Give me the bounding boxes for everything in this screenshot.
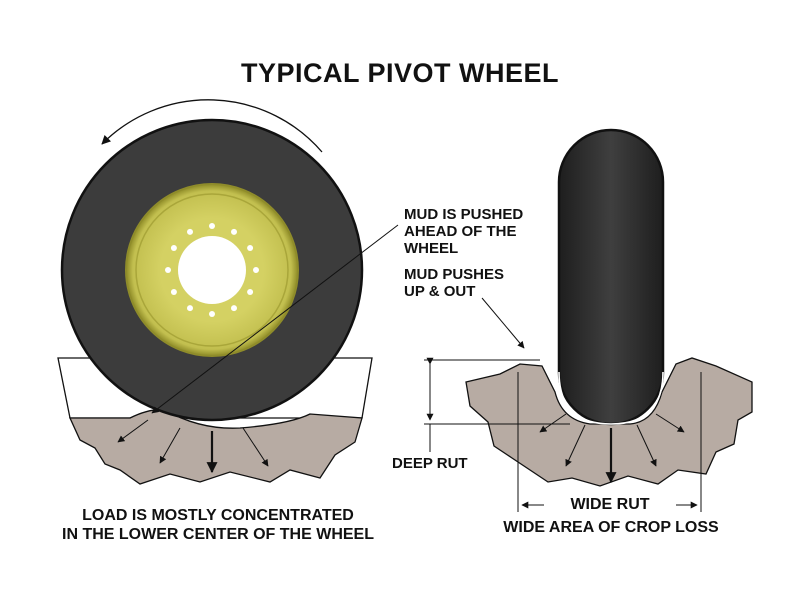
- label-load: LOAD IS MOSTLY CONCENTRATED IN THE LOWER…: [40, 506, 396, 544]
- lug-hole: [170, 289, 177, 295]
- hub-hole: [178, 236, 246, 304]
- pressure-arrows-right: [539, 413, 685, 484]
- deep-rut-dimension: [424, 357, 570, 452]
- lug-hole: [231, 228, 237, 235]
- rotation-arrow: [101, 99, 323, 153]
- lug-holes: [165, 223, 259, 317]
- lug-hole: [170, 245, 177, 251]
- lug-hole: [253, 267, 259, 273]
- label-mud-pushed: MUD IS PUSHED AHEAD OF THE WHEEL: [404, 206, 523, 257]
- label-mud-pushed-line1: MUD IS PUSHED: [404, 206, 524, 223]
- leader-mud-pushed: [151, 224, 399, 414]
- label-mud-pushed-line3: WHEEL: [404, 240, 459, 257]
- label-deep-rut: DEEP RUT: [392, 455, 468, 472]
- label-load-line1: LOAD IS MOSTLY CONCENTRATED: [82, 507, 354, 524]
- tire-outline-highlight: [558, 371, 664, 425]
- label-mud-pushes-line1: MUD PUSHES: [404, 266, 505, 283]
- label-wide-rut: WIDE RUT: [570, 496, 650, 513]
- lug-hole: [165, 267, 171, 273]
- lug-hole: [247, 245, 254, 251]
- label-mud-pushes: MUD PUSHES UP & OUT: [404, 266, 504, 300]
- lug-hole: [247, 289, 254, 295]
- pressure-arrows-left: [117, 419, 269, 474]
- label-mud-pushed-line2: AHEAD OF THE: [404, 223, 517, 240]
- label-mud-pushes-line2: UP & OUT: [404, 283, 476, 300]
- lug-hole: [187, 228, 193, 235]
- lug-hole: [209, 311, 215, 317]
- lug-hole: [231, 305, 237, 312]
- lug-hole: [209, 223, 215, 229]
- label-wide-area: WIDE AREA OF CROP LOSS: [503, 519, 719, 536]
- lug-hole: [187, 305, 193, 312]
- diagram-title: TYPICAL PIVOT WHEEL: [240, 58, 560, 88]
- tire-front-view: [557, 128, 665, 426]
- tire-side-view: [60, 118, 364, 422]
- leader-mud-pushes: [481, 297, 525, 349]
- wide-rut-dimension: [517, 372, 702, 512]
- label-load-line2: IN THE LOWER CENTER OF THE WHEEL: [62, 526, 374, 543]
- mud-right: [465, 357, 753, 487]
